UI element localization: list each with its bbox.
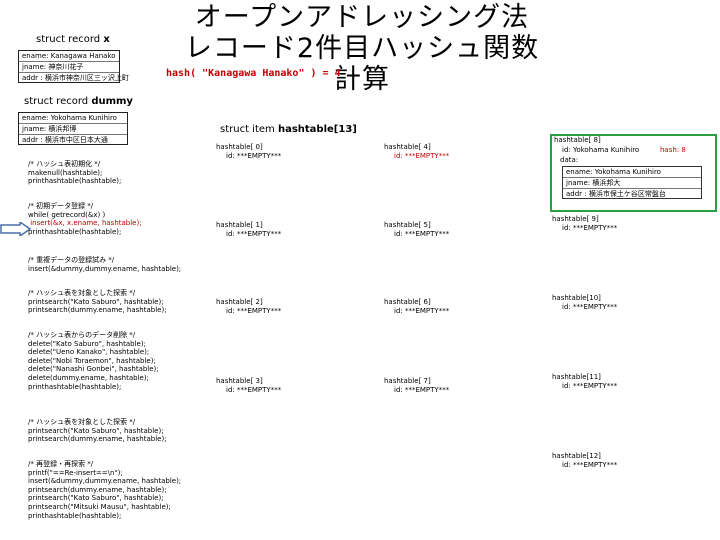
slot-8-record-box: ename: Yokohama Kunihiro jname: 横浜邦大 add…	[562, 166, 702, 199]
slot-head: hashtable[ 3]	[216, 377, 263, 385]
slot-head: hashtable[ 0]	[216, 143, 263, 151]
slot-id: id: ***EMPTY***	[562, 224, 618, 232]
code-insert-line: insert(&x, x.ename, hashtable);	[28, 219, 142, 228]
slot-head: hashtable[ 1]	[216, 221, 263, 229]
hashtable-slot-2: hashtable[ 2] id: ***EMPTY***	[216, 298, 281, 316]
record-dummy-jname: jname: 横浜邦博	[19, 124, 127, 135]
hashtable-slot-9: hashtable[ 9] id: ***EMPTY***	[552, 215, 617, 233]
slot-id: id: ***EMPTY***	[562, 382, 618, 390]
hashtable-slot-8: hashtable[ 8] id: Yokohama Kunihiro hash…	[550, 134, 717, 212]
slot-id: id: ***EMPTY***	[226, 307, 282, 315]
title-line-1: オープンアドレッシング法	[194, 2, 530, 33]
slot-head: hashtable[ 4]	[384, 143, 431, 151]
record-x-jname: jname: 神奈川花子	[19, 62, 119, 73]
code-search-block-1: /* ハッシュ表を対象とした探索 */ printsearch("Kato Sa…	[28, 289, 167, 315]
struct-x-name: x	[103, 34, 110, 45]
slot-id: id: ***EMPTY***	[562, 303, 618, 311]
hashtable-slot-10: hashtable[10] id: ***EMPTY***	[552, 294, 617, 312]
hashtable-label: struct item hashtable[13]	[220, 124, 357, 135]
slot-data-label: data:	[560, 156, 579, 164]
slot-head: hashtable[ 2]	[216, 298, 263, 306]
hashtable-slot-3: hashtable[ 3] id: ***EMPTY***	[216, 377, 281, 395]
slot-8-ename: ename: Yokohama Kunihiro	[563, 167, 701, 178]
slot-id: id: ***EMPTY***	[394, 230, 450, 238]
slot-head: hashtable[ 5]	[384, 221, 431, 229]
slot-id: id: ***EMPTY***	[394, 152, 450, 160]
slot-head: hashtable[ 8]	[554, 136, 601, 144]
slot-id: id: ***EMPTY***	[394, 307, 450, 315]
slot-head: hashtable[ 6]	[384, 298, 431, 306]
struct-dummy-name: dummy	[91, 96, 133, 107]
hashtable-slot-5: hashtable[ 5] id: ***EMPTY***	[384, 221, 449, 239]
slot-head: hashtable[12]	[552, 452, 601, 460]
hashtable-slot-12: hashtable[12] id: ***EMPTY***	[552, 452, 617, 470]
code-insert-block: /* 初期データ登録 */ while( getrecord(&x) ) ins…	[28, 202, 142, 236]
hashtable-slot-6: hashtable[ 6] id: ***EMPTY***	[384, 298, 449, 316]
code-reinsert-block: /* 再登録・再探索 */ printf("==Re-insert==\n");…	[28, 460, 182, 520]
slot-head: hashtable[11]	[552, 373, 601, 381]
code-duplicate-block: /* 重複データの登録試み */ insert(&dummy,dummy.ena…	[28, 256, 182, 273]
hashtable-slot-4: hashtable[ 4] id: ***EMPTY***	[384, 143, 449, 161]
slot-id: id: ***EMPTY***	[226, 152, 282, 160]
slot-head: hashtable[ 7]	[384, 377, 431, 385]
struct-x-label: struct record x	[36, 34, 110, 45]
record-dummy-box: ename: Yokohama Kunihiro jname: 横浜邦博 add…	[18, 112, 128, 145]
record-x-addr: addr : 横浜市神奈川区三ッ沢上町	[22, 74, 129, 82]
slot-8-jname: jname: 横浜邦大	[563, 178, 701, 189]
hashtable-slot-11: hashtable[11] id: ***EMPTY***	[552, 373, 617, 391]
slide-title: オープンアドレッシング法 レコード2件目ハッシュ関数計算	[172, 2, 552, 95]
title-line-2: レコード2件目ハッシュ関数計算	[184, 33, 540, 95]
slot-id: id: ***EMPTY***	[226, 386, 282, 394]
record-dummy-ename: ename: Yokohama Kunihiro	[19, 113, 127, 124]
slot-id: id: ***EMPTY***	[394, 386, 450, 394]
slot-id: id: ***EMPTY***	[562, 461, 618, 469]
slot-id: id: Yokohama Kunihiro	[562, 146, 640, 154]
struct-dummy-label: struct record dummy	[24, 96, 133, 107]
record-x-ename: ename: Kanagawa Hanako	[19, 51, 119, 62]
code-delete-block: /* ハッシュ表からのデータ削除 */ delete("Kato Saburo"…	[28, 331, 159, 391]
hashtable-name: hashtable[13]	[277, 124, 357, 135]
slot-hash-note: hash: 8	[660, 146, 686, 154]
slot-id: id: ***EMPTY***	[226, 230, 282, 238]
hash-expression: hash( "Kanagawa Hanako" ) = 4	[166, 68, 341, 79]
slot-8-addr: addr : 横浜市保土ケ谷区常盤台	[566, 190, 666, 198]
code-search-block-2: /* ハッシュ表を対象とした探索 */ printsearch("Kato Sa…	[28, 418, 167, 444]
record-x-box: ename: Kanagawa Hanako jname: 神奈川花子 addr…	[18, 50, 129, 83]
record-dummy-addr: addr : 横浜市中区日本大通	[22, 136, 108, 144]
hashtable-slot-7: hashtable[ 7] id: ***EMPTY***	[384, 377, 449, 395]
slot-head: hashtable[ 9]	[552, 215, 599, 223]
hashtable-slot-1: hashtable[ 1] id: ***EMPTY***	[216, 221, 281, 239]
hashtable-slot-0: hashtable[ 0] id: ***EMPTY***	[216, 143, 281, 161]
current-line-arrow-icon	[0, 222, 32, 236]
code-init-block: /* ハッシュ表初期化 */ makenull(hashtable); prin…	[28, 160, 122, 186]
slot-head: hashtable[10]	[552, 294, 601, 302]
